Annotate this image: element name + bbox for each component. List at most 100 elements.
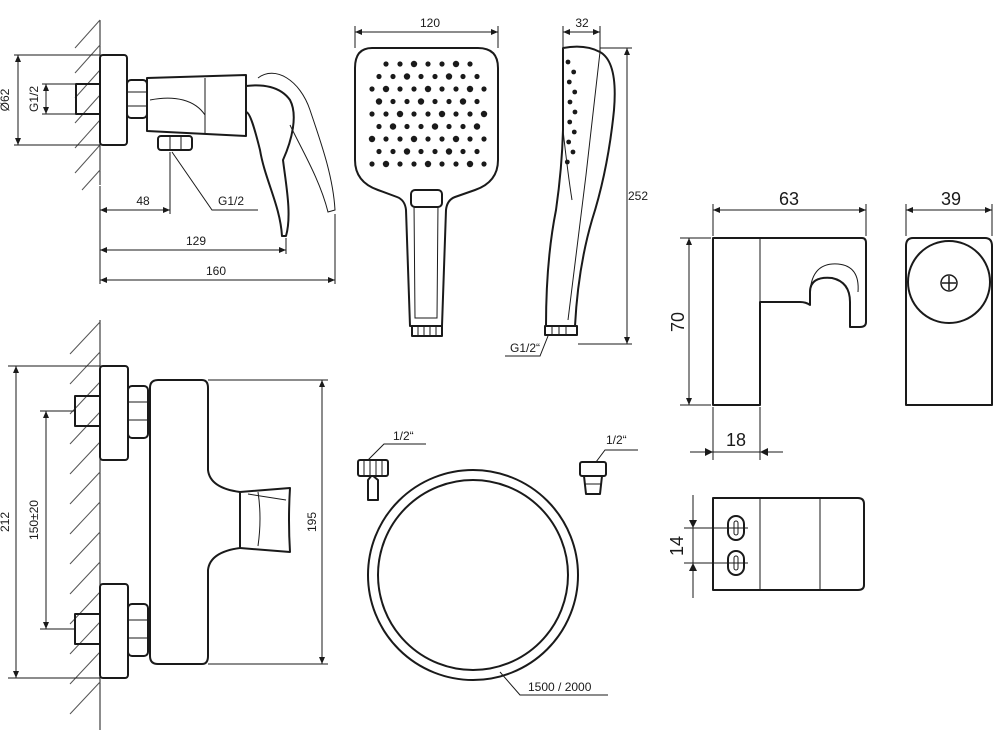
nozzle: [467, 61, 473, 67]
nozzle: [432, 98, 438, 105]
nozzle: [439, 161, 445, 167]
hand-shower-side: [505, 26, 632, 357]
nozzle: [390, 98, 396, 105]
nozzle: [411, 86, 417, 92]
dim-outlet-thread: G1/2: [218, 194, 244, 208]
dim-holder-base: 18: [726, 430, 746, 450]
nozzle: [424, 160, 432, 168]
nozzle: [369, 161, 375, 167]
side-nozzle: [572, 109, 578, 115]
nozzle: [417, 98, 425, 105]
nozzle: [424, 85, 432, 93]
nozzle: [474, 148, 480, 155]
nozzle: [376, 73, 382, 80]
side-nozzle: [567, 99, 573, 105]
nozzle: [453, 161, 459, 167]
nozzle: [397, 161, 403, 167]
nozzle: [446, 123, 452, 130]
holder-side-view: [680, 204, 867, 460]
holder-front-view: [905, 204, 993, 406]
nozzle: [452, 135, 460, 143]
nozzle: [480, 110, 488, 118]
nozzle: [466, 85, 474, 93]
dim-holder-width: 63: [779, 189, 799, 209]
nozzle: [460, 123, 466, 130]
wall-hatch-bottom: [69, 321, 101, 715]
dim-shower-thickness: 32: [575, 16, 589, 30]
dim-diameter: Ø62: [0, 88, 12, 111]
nozzle: [445, 148, 453, 155]
nozzle: [396, 110, 404, 118]
nozzle: [403, 73, 411, 80]
nozzle: [376, 123, 382, 130]
dim-front-height-195: 195: [305, 512, 319, 532]
nozzle: [425, 136, 431, 142]
nozzle: [467, 136, 473, 142]
dim-shower-thread: G1/2“: [510, 341, 540, 355]
dim-offset-48: 48: [136, 194, 150, 208]
dim-inlet-thread: G1/2: [27, 86, 41, 112]
side-nozzle: [566, 139, 572, 145]
nozzle: [460, 148, 466, 155]
nozzle: [439, 61, 445, 67]
nozzle: [382, 160, 390, 168]
mixer-side-view: [14, 19, 336, 284]
nozzle: [431, 123, 439, 130]
dim-shower-width: 120: [420, 16, 440, 30]
nozzle: [410, 135, 418, 143]
nozzle: [474, 98, 480, 105]
nozzle: [453, 111, 459, 117]
nozzle: [383, 61, 389, 67]
side-nozzle-dots: [564, 59, 578, 165]
side-nozzle: [564, 159, 570, 165]
nozzle: [473, 123, 481, 130]
nozzle: [375, 98, 383, 105]
side-nozzle: [572, 89, 578, 95]
dim-hose-thread-left: 1/2“: [393, 429, 414, 443]
nozzle: [481, 86, 487, 92]
nozzle: [459, 98, 467, 105]
hand-shower-front: [354, 26, 499, 337]
nozzle: [389, 123, 397, 130]
nozzle: [368, 135, 376, 143]
mixer-front-view: [8, 320, 328, 730]
nozzle: [432, 148, 438, 155]
nozzle: [397, 136, 403, 142]
nozzle: [404, 98, 410, 105]
nozzle: [411, 111, 417, 117]
dim-inlet-spacing: 150±20: [27, 500, 41, 540]
dim-holder-depth: 39: [941, 189, 961, 209]
holder-back-view: [684, 495, 865, 598]
dim-hose-length: 1500 / 2000: [528, 680, 592, 694]
nozzle: [418, 73, 424, 80]
dim-depth-129: 129: [186, 234, 206, 248]
dim-depth-160: 160: [206, 264, 226, 278]
nozzle: [452, 60, 460, 68]
nozzle: [467, 111, 473, 117]
nozzle: [474, 73, 480, 80]
nozzle: [411, 161, 417, 167]
nozzle: [445, 73, 453, 80]
nozzle: [439, 136, 445, 142]
side-nozzle: [571, 69, 577, 75]
nozzle: [418, 123, 424, 130]
side-nozzle: [567, 119, 573, 125]
nozzle: [390, 73, 396, 80]
nozzle: [369, 111, 375, 117]
dim-front-height-212: 212: [0, 512, 12, 532]
nozzle: [410, 60, 418, 68]
nozzle: [382, 85, 390, 93]
wall-hatch-top: [74, 19, 101, 191]
nozzle: [390, 148, 396, 155]
nozzle: [438, 110, 446, 118]
shower-hose: [357, 443, 638, 696]
nozzle: [418, 148, 424, 155]
nozzle: [397, 61, 403, 67]
nozzle: [376, 148, 382, 155]
nozzle: [369, 86, 375, 92]
nozzle: [460, 73, 466, 80]
dim-holder-height: 70: [668, 312, 688, 332]
nozzle: [425, 61, 431, 67]
nozzle-dots: [368, 60, 488, 168]
